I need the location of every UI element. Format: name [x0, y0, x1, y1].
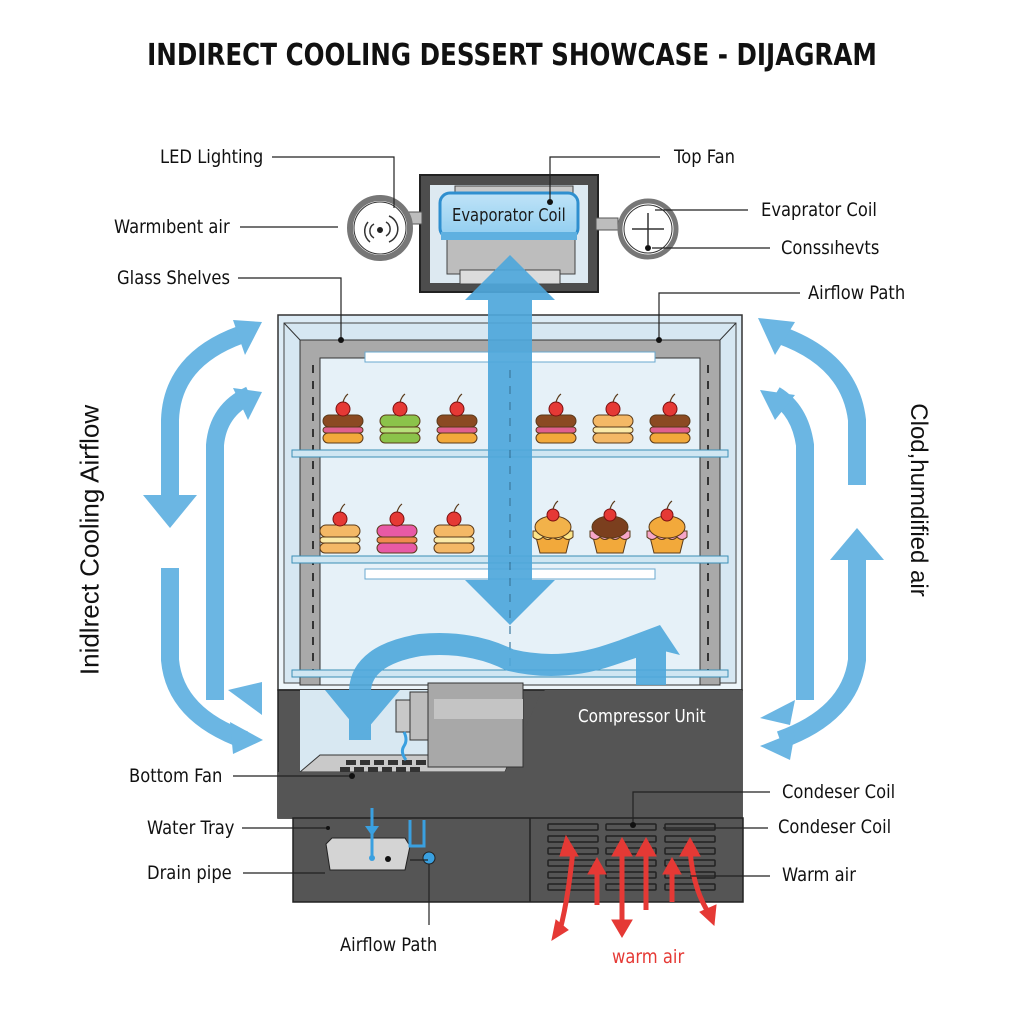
evaporator-coil-label: Evaporator Coil	[452, 205, 566, 226]
top-fan-right-icon	[617, 198, 679, 260]
callout-airflow-path-top: Airflow Path	[808, 282, 906, 304]
condenser-vent-slot	[605, 871, 657, 879]
lower-airflow-arrow	[325, 625, 680, 740]
dessert-chocolate-macaron	[535, 393, 577, 444]
callout-cons-shelves: Conssıhevts	[781, 237, 880, 259]
base-unit	[292, 808, 744, 903]
callout-glass-shelves: Glass Shelves	[117, 267, 230, 289]
callout-led-lighting: LED Lighting	[160, 146, 264, 168]
central-airflow-arrow	[465, 255, 555, 670]
callout-condenser-coil-1: Condeser Coil	[782, 781, 896, 803]
bottom-fan-motor	[427, 682, 524, 768]
dessert-orange-cupcake	[646, 500, 688, 554]
condenser-vent-slot	[605, 835, 657, 843]
callout-top-fan: Top Fan	[674, 146, 736, 168]
condenser-vent-slot	[605, 883, 657, 891]
condenser-vent-slot	[547, 823, 599, 831]
callout-warm-air: Warm air	[782, 864, 856, 886]
condenser-vent-slot	[664, 823, 716, 831]
dessert-green-macaron	[379, 393, 421, 444]
compressor-unit-label: Compressor Unit	[578, 706, 706, 727]
condenser-vent-slot	[664, 883, 716, 891]
condenser-vent-slot	[547, 835, 599, 843]
dessert-display	[319, 393, 691, 554]
top-fan-left-icon	[347, 195, 413, 261]
right-airflow-arrowheads	[758, 318, 884, 760]
cold-humidified-air-label: Clod,humdified air	[905, 403, 932, 597]
dessert-yellow-cupcake	[532, 500, 574, 554]
callout-warm-ambient-air: Warmıbent air	[114, 216, 230, 238]
callout-airflow-path-bottom: Airflow Path	[340, 934, 438, 956]
callout-bottom-fan: Bottom Fan	[129, 765, 223, 787]
dessert-chocolate-macaron	[322, 393, 364, 444]
condenser-vent-slot	[605, 859, 657, 867]
callout-evaporator-coil: Evaprator Coil	[761, 199, 877, 221]
indirect-cooling-airflow-label: Inidlrect Cooling Airflow	[74, 404, 105, 676]
dessert-chocolate-macaron	[649, 393, 691, 444]
dessert-vanilla-macaron	[592, 393, 634, 444]
leader-dots	[326, 199, 662, 862]
condenser-vent-slot	[664, 871, 716, 879]
water-tray	[325, 837, 411, 871]
dessert-vanilla-macaron	[433, 503, 475, 554]
dessert-pink-macaron	[376, 503, 418, 554]
callout-drain-pipe: Drain pipe	[147, 862, 232, 884]
warm-air-label: warm air	[612, 946, 685, 968]
dessert-chocolate-cupcake	[589, 500, 631, 554]
page-title: INDIRECT COOLING DESSERT SHOWCASE - DIJA…	[147, 38, 877, 73]
callout-condenser-coil-2: Condeser Coil	[778, 816, 892, 838]
callout-water-tray: Water Tray	[147, 817, 235, 839]
warm-air-arrows	[551, 834, 717, 942]
dessert-vanilla-macaron	[319, 503, 361, 554]
left-airflow-arrowheads	[143, 320, 263, 754]
dessert-chocolate-macaron	[436, 393, 478, 444]
leader-lines	[233, 156, 800, 925]
